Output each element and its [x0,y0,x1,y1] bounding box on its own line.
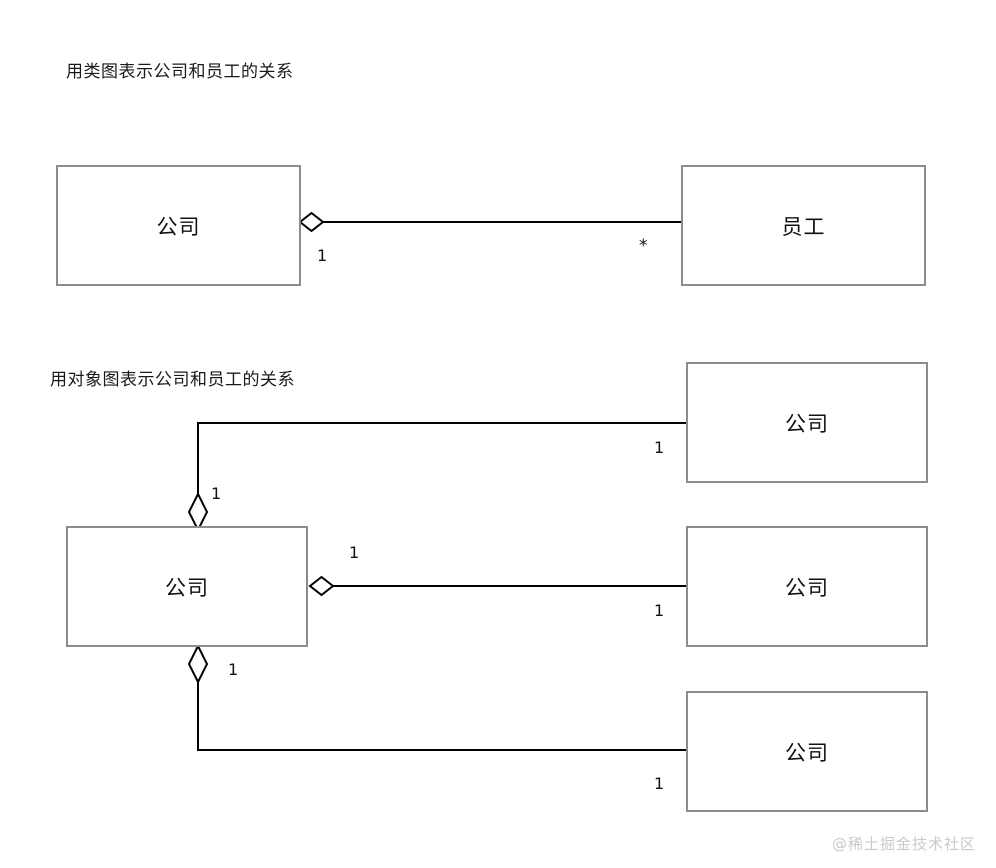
connector-polyline [197,422,686,494]
object-relationship-top [187,422,686,533]
object-relationship-middle [308,575,686,597]
class-multiplicity-source: 1 [317,246,328,265]
class-box-employee-label: 员工 [781,214,826,239]
class-diagram-association [298,211,682,233]
object-box-center[interactable]: 公司 [66,526,308,647]
object-box-right-top[interactable]: 公司 [686,362,928,483]
aggregation-diamond-icon [187,491,209,533]
object-box-center-label: 公司 [165,575,209,600]
aggregation-diamond-icon [308,575,335,597]
class-box-company-label: 公司 [156,214,201,239]
object-multiplicity-top-source: 1 [211,484,222,503]
object-multiplicity-bottom-source: 1 [228,660,239,679]
object-box-right-middle-label: 公司 [785,575,829,600]
object-box-right-bottom[interactable]: 公司 [686,691,928,812]
class-box-employee[interactable]: 员工 [681,165,926,286]
class-diagram-title: 用类图表示公司和员工的关系 [66,62,294,82]
object-box-right-middle[interactable]: 公司 [686,526,928,647]
object-multiplicity-bottom-target: 1 [654,774,665,793]
object-multiplicity-middle-target: 1 [654,601,665,620]
connector-polyline [197,682,686,751]
aggregation-diamond-icon [298,211,325,233]
class-multiplicity-target: * [639,236,648,256]
object-box-right-top-label: 公司 [785,411,829,436]
object-relationship-bottom [187,643,686,751]
aggregation-diamond-icon [187,643,209,685]
watermark: @稀土掘金技术社区 [831,835,976,853]
object-diagram-title: 用对象图表示公司和员工的关系 [50,370,295,390]
object-box-right-bottom-label: 公司 [785,740,829,765]
class-box-company[interactable]: 公司 [56,165,301,286]
object-multiplicity-top-target: 1 [654,438,665,457]
object-multiplicity-middle-source: 1 [349,543,360,562]
